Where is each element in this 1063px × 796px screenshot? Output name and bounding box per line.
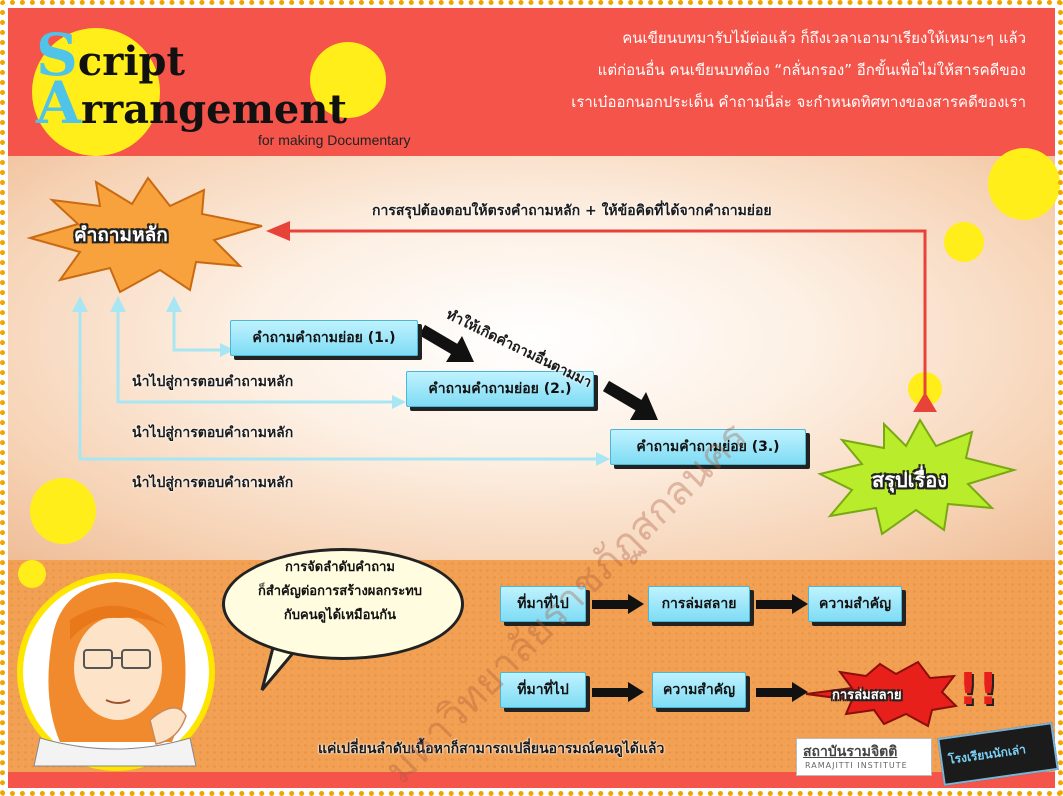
row1-item-collapse: การล่มสลาย: [648, 586, 750, 622]
arrow-head-right: [392, 395, 406, 409]
conclusion-to-main-arrow: [282, 229, 927, 400]
return-arrow-3: [78, 308, 604, 461]
arrow-head-up: [166, 296, 182, 312]
answer-label-2: นำไปสู่การตอบคำถามหลัก: [132, 425, 294, 441]
intro-text: คนเขียนบทมารับไม้ต่อแล้ว ก็ถึงเวลาเอามาเ…: [456, 22, 1026, 118]
writer-character: [17, 573, 215, 771]
deco-circle: [944, 222, 984, 262]
title-word-2: rrangement: [81, 86, 347, 133]
conclusion-burst: [817, 417, 1018, 536]
row2-item-collapse: การล่มสลาย: [832, 688, 902, 703]
sub-question-1: คำถามคำถามย่อย (1.): [230, 320, 418, 356]
row1-arrow: [756, 594, 808, 614]
row2-arrow: [756, 682, 808, 702]
answer-label-3: นำไปสู่การตอบคำถามหลัก: [132, 475, 294, 491]
arrow-head-left: [266, 221, 290, 241]
bubble-line: กับคนดูได้เหมือนกัน: [283, 608, 397, 623]
conclusion-label: สรุปเรื่อง: [872, 468, 947, 492]
return-arrow-2: [116, 308, 400, 404]
title-word-1: cript: [77, 38, 185, 85]
row1-item-origin: ที่มาที่ไป: [500, 586, 586, 622]
speech-bubble: [222, 548, 464, 660]
footer-note: แค่เปลี่ยนลำดับเนื้อหาก็สามารถเปลี่ยนอาร…: [318, 741, 665, 757]
main-question-label: คำถามหลัก: [74, 224, 168, 246]
intro-line: แต่ก่อนอื่น คนเขียนบทต้อง “กลั่นกรอง” อี…: [597, 61, 1026, 79]
arrow-head-right: [220, 343, 234, 357]
bubble-line: ก็สำคัญต่อการสร้างผลกระทบ: [257, 584, 423, 599]
subtitle: for making Documentary: [258, 132, 411, 148]
ramajitti-logo-en: RAMAJITTI INSTITUTE: [805, 761, 908, 770]
deco-circle: [18, 560, 46, 588]
sub-question-3: คำถามคำถามย่อย (3.): [610, 429, 806, 465]
row2-item-origin: ที่มาที่ไป: [500, 672, 586, 708]
sub-question-2: คำถามคำถามย่อย (2.): [406, 371, 594, 407]
step-arrow-2: [602, 380, 658, 420]
arrow-head-up: [110, 296, 126, 312]
bubble-line: การจัดลำดับคำถาม: [285, 560, 395, 575]
title-initial-a: A: [36, 69, 82, 137]
intro-line: คนเขียนบทมารับไม้ต่อแล้ว ก็ถึงเวลาเอามาเ…: [622, 29, 1026, 47]
intro-line: เราเบ๋ออกนอกประเด็น คำถามนี่ล่ะ จะกำหนดท…: [571, 93, 1026, 111]
arrow-head-up: [913, 392, 937, 412]
title-initial-s: S: [36, 21, 78, 89]
deco-circle: [32, 28, 160, 156]
deco-circle: [988, 148, 1060, 220]
row2-item-importance: ความสำคัญ: [652, 672, 746, 708]
row1-arrow: [592, 594, 644, 614]
collapse-burst: [805, 660, 959, 728]
footer-strip: [8, 772, 1055, 788]
answer-label-1: นำไปสู่การตอบคำถามหลัก: [132, 374, 294, 390]
return-arrow-1: [172, 308, 228, 352]
ramajitti-logo: สถาบันรามจิตติ RAMAJITTI INSTITUTE: [796, 738, 932, 776]
top-arrow-label: การสรุปต้องตอบให้ตรงคำถามหลัก + ให้ข้อคิ…: [372, 203, 772, 219]
step-arrow-1: [418, 324, 474, 362]
deco-circle: [30, 478, 96, 544]
ramajitti-logo-thai: สถาบันรามจิตติ: [803, 744, 898, 760]
row2-arrow: [592, 682, 644, 702]
exclamation-mark: !!: [958, 664, 999, 715]
page-title: Script Arrangement for making Documentar…: [36, 26, 456, 156]
row1-item-importance: ความสำคัญ: [808, 586, 902, 622]
deco-circle: [310, 42, 386, 118]
arrow-head-right: [596, 452, 610, 466]
storyteller-school-logo-text: โรงเรียนนักเล่า: [947, 742, 1027, 767]
header-band: [8, 8, 1055, 156]
arrow-head-up: [72, 296, 88, 312]
main-question-burst: [26, 176, 263, 294]
bubble-text: การจัดลำดับคำถาม ก็สำคัญต่อการสร้างผลกระ…: [230, 556, 450, 628]
